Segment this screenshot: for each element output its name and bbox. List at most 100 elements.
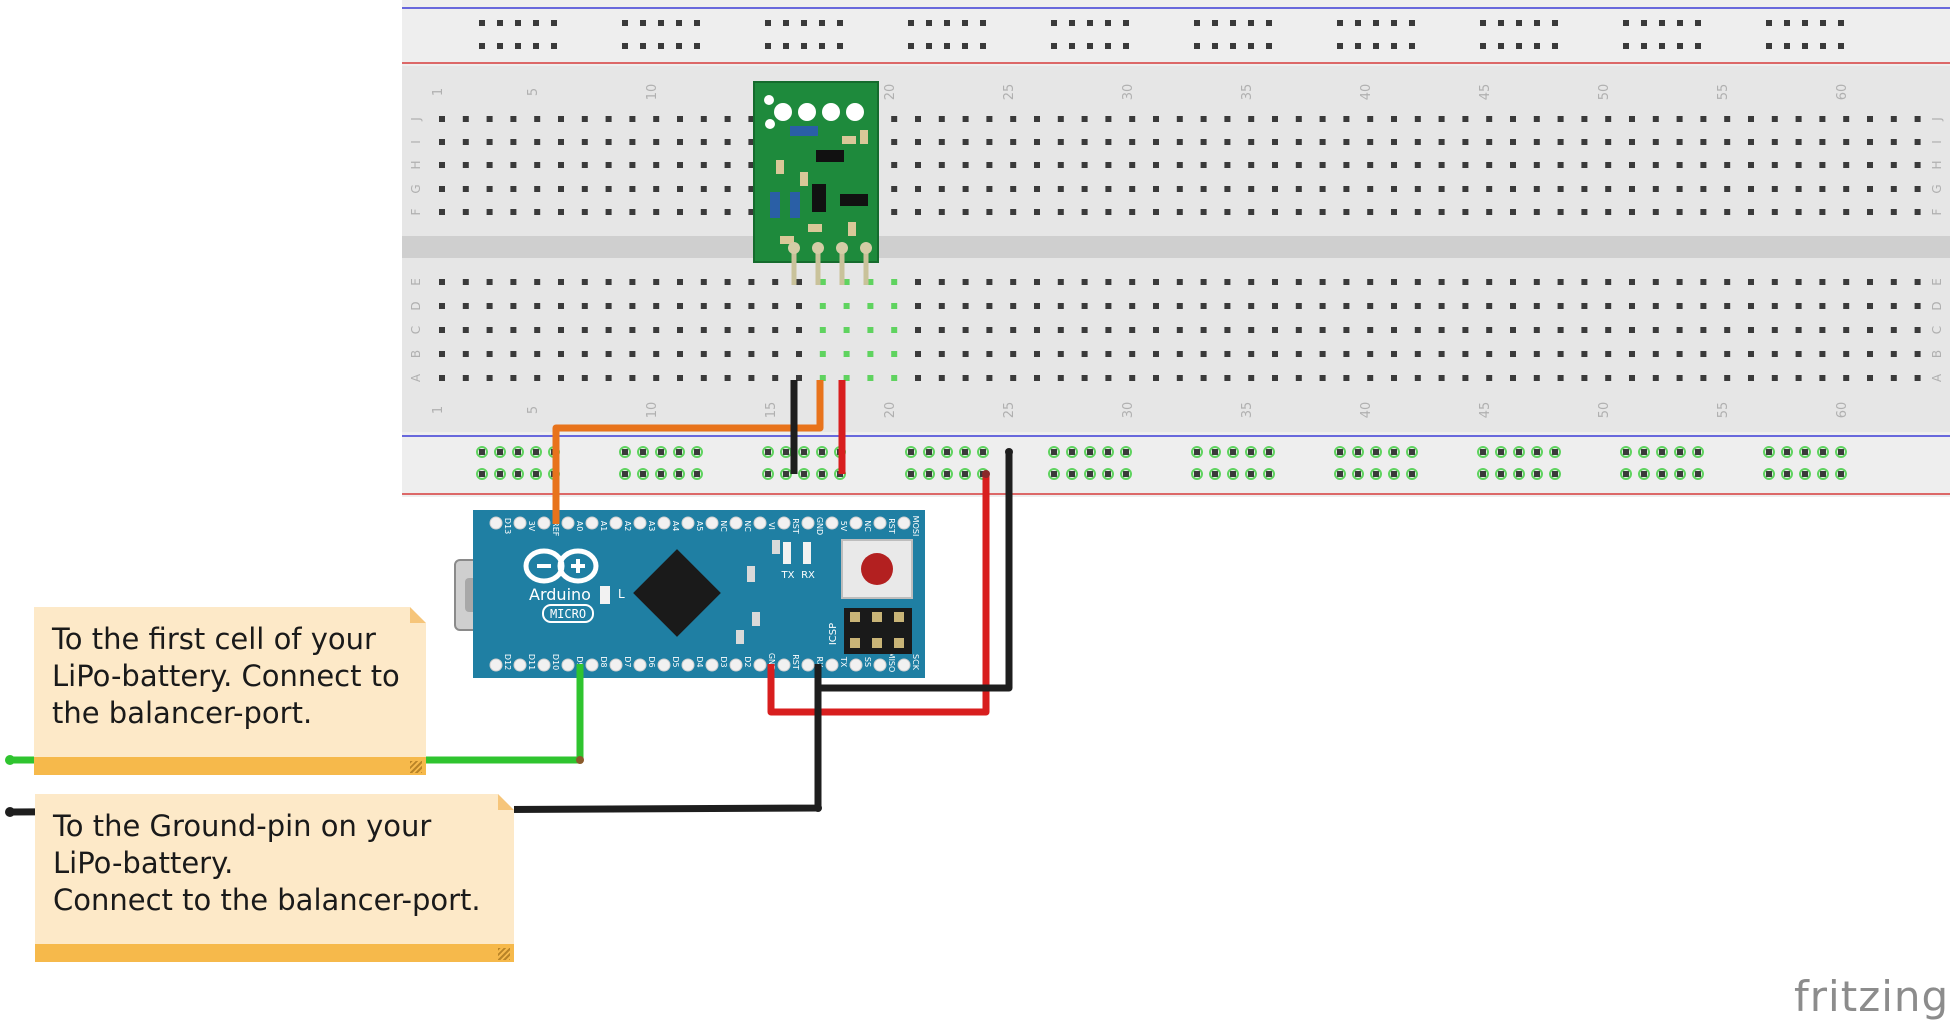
breadboard-hole	[1248, 139, 1255, 145]
sensor-pad	[822, 103, 840, 121]
breadboard-hole	[1724, 375, 1731, 381]
breadboard-hole	[605, 139, 612, 145]
breadboard-hole	[1295, 139, 1302, 145]
breadboard-hole	[486, 162, 493, 168]
breadboard-hole	[1890, 139, 1897, 145]
rail-hole	[515, 20, 521, 26]
rail-hole	[1766, 471, 1772, 477]
breadboard-hole	[1105, 303, 1112, 309]
breadboard-hole	[1486, 351, 1493, 357]
rail-hole-connected	[1048, 446, 1060, 458]
breadboard-hole	[1391, 303, 1397, 309]
breadboard-hole	[1391, 162, 1397, 168]
breadboard-hole	[724, 351, 731, 357]
breadboard-hole	[1438, 351, 1445, 357]
breadboard-hole	[1652, 327, 1659, 333]
black-wire-gnd	[814, 452, 1013, 692]
rail-hole	[1105, 449, 1111, 455]
rail-hole	[1552, 20, 1558, 26]
breadboard-hole	[1533, 351, 1540, 357]
breadboard-hole	[1248, 279, 1255, 285]
breadboard-hole	[1295, 279, 1302, 285]
breadboard-hole	[439, 375, 445, 381]
breadboard-hole	[867, 303, 874, 309]
rail-hole-connected	[655, 446, 667, 458]
breadboard-hole	[677, 116, 683, 122]
rail-hole	[1820, 43, 1826, 49]
breadboard-hole	[605, 327, 612, 333]
breadboard-hole	[534, 186, 541, 192]
resize-grip-icon[interactable]	[498, 948, 510, 960]
breadboard-hole	[1724, 351, 1731, 357]
rail-hole	[1623, 471, 1629, 477]
breadboard-hole	[1652, 303, 1659, 309]
breadboard-hole	[1771, 279, 1778, 285]
breadboard-hole	[1224, 116, 1231, 122]
breadboard-hole	[653, 116, 660, 122]
rail-hole	[1212, 471, 1218, 477]
resize-grip-icon[interactable]	[410, 761, 422, 773]
breadboard-hole	[1533, 186, 1540, 192]
row-letter: F	[409, 208, 423, 215]
breadboard-hole	[1295, 303, 1302, 309]
breadboard-hole	[677, 209, 683, 215]
rail-hole-connected	[1209, 446, 1221, 458]
breadboard-hole	[677, 279, 683, 285]
tx-led	[783, 542, 791, 564]
breadboard-hole	[1081, 303, 1088, 309]
breadboard-hole	[796, 327, 802, 333]
arduino-logo-icon	[523, 548, 599, 584]
breadboard-hole	[1343, 303, 1350, 309]
rail-hole	[1123, 43, 1129, 49]
breadboard-hole	[1819, 139, 1826, 145]
breadboard-hole	[1224, 351, 1231, 357]
breadboard-hole	[1652, 209, 1659, 215]
arduino-pin	[825, 516, 839, 530]
arduino-pin-label: 3V	[527, 521, 536, 532]
breadboard-hole	[724, 116, 731, 122]
breadboard-hole	[1890, 375, 1897, 381]
breadboard-hole	[1176, 209, 1183, 215]
rail-hole-connected	[941, 468, 953, 480]
breadboard-hole	[1724, 186, 1731, 192]
breadboard-hole	[1319, 186, 1326, 192]
rail-hole-connected	[1674, 468, 1686, 480]
rail-hole	[497, 20, 503, 26]
rail-hole	[1677, 43, 1683, 49]
breadboard-hole	[677, 351, 683, 357]
breadboard-hole	[1224, 139, 1231, 145]
rail-hole	[1391, 43, 1397, 49]
breadboard-hole	[1200, 303, 1207, 309]
breadboard-hole	[1462, 327, 1469, 333]
note-fold-corner	[498, 794, 514, 810]
arduino-pin-label: MISO	[887, 652, 896, 673]
breadboard-hole	[1343, 139, 1350, 145]
arduino-model-label: MICRO	[550, 607, 586, 621]
rail-hole	[908, 449, 914, 455]
row-letter: A	[1930, 373, 1944, 382]
rail-hole	[801, 449, 807, 455]
breadboard-hole	[986, 327, 993, 333]
breadboard-hole	[1391, 375, 1397, 381]
rail-hole	[980, 43, 986, 49]
breadboard-hole	[1676, 303, 1683, 309]
breadboard-hole	[1510, 303, 1516, 309]
breadboard-hole	[653, 351, 660, 357]
column-number: 1	[431, 406, 446, 414]
rail-hole-connected	[673, 446, 685, 458]
breadboard-hole	[1367, 375, 1374, 381]
rail-hole-connected	[1263, 446, 1275, 458]
breadboard-hole	[629, 375, 636, 381]
rail-hole	[658, 43, 664, 49]
rail-hole	[1266, 471, 1272, 477]
arduino-brand-label: Arduino	[529, 585, 591, 604]
rail-hole	[765, 43, 771, 49]
breadboard-hole	[891, 209, 898, 215]
rail-hole	[783, 471, 789, 477]
rail-hole	[819, 20, 825, 26]
breadboard-hole	[558, 116, 564, 122]
breadboard-hole	[1486, 116, 1493, 122]
breadboard-hole	[510, 351, 517, 357]
breadboard-hole	[581, 327, 588, 333]
breadboard-hole	[1153, 139, 1159, 145]
